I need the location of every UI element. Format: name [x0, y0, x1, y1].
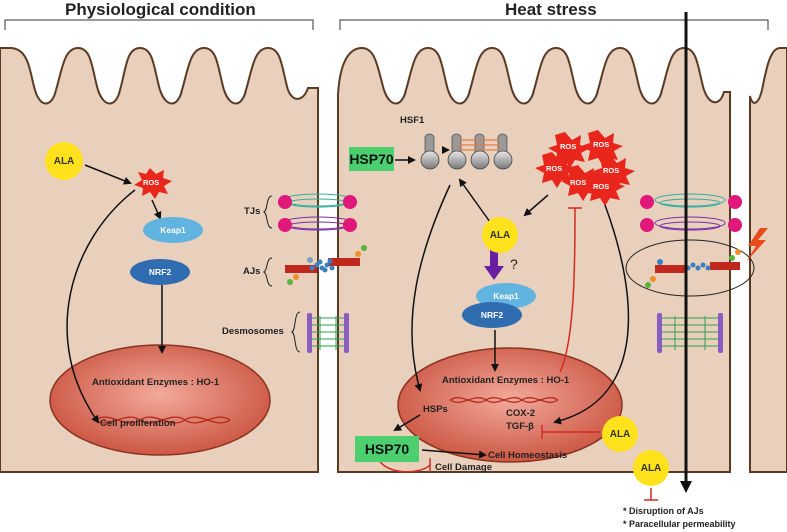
keap1-left: Keap1 [143, 217, 203, 243]
ros-label-1: ROS [560, 142, 577, 151]
ros-cluster [535, 130, 635, 206]
disruption-of-ajs: * Disruption of AJs [623, 506, 704, 516]
ala-bottom: ALA [633, 450, 669, 486]
ros-label-2: ROS [593, 140, 610, 149]
ros-label-3: ROS [546, 164, 563, 173]
header-bracket-left [4, 19, 314, 30]
hsf1-trimer [447, 133, 513, 170]
hsp70-bottom: HSP70 [355, 436, 419, 462]
ros-label-5: ROS [570, 178, 587, 187]
bracket-tjs [262, 195, 273, 229]
disrupted-aj-circle [625, 239, 755, 297]
ala-right: ALA [602, 416, 638, 452]
right-nucleus [397, 347, 623, 463]
cell-homeostasis: Cell Homeostasis [488, 450, 568, 461]
nrf2-left: NRF2 [130, 259, 190, 285]
tight-junction-right [640, 193, 742, 232]
tgfb-label: TGF-β [506, 421, 534, 432]
right-partial-cell [749, 47, 787, 473]
inhibit-hsp70-damage [377, 457, 431, 473]
hsp70-top: HSP70 [349, 147, 394, 171]
arrow-ros-to-proliferation-left [66, 189, 136, 424]
cell-damage: Cell Damage [435, 462, 493, 473]
question-mark: ? [510, 256, 518, 272]
desmosome-right [657, 313, 723, 353]
arrow-hsps-to-hsp70 [393, 414, 421, 432]
arrow-ros-to-ala [523, 194, 549, 217]
header-heat-stress: Heat stress [505, 0, 597, 19]
ala-middle: ALA [482, 217, 518, 253]
cox2-label: COX-2 [506, 408, 536, 419]
lightning-icon [746, 228, 768, 262]
arrow-ala-to-hsf1 [458, 178, 491, 223]
left-dna-helix [94, 416, 231, 424]
ajs-label: AJs [243, 266, 261, 277]
ros-label-6: ROS [593, 182, 610, 191]
paracellular-permeability: * Paracellular permeability [623, 519, 736, 529]
tight-junction-left [278, 193, 357, 232]
right-dna-helix [449, 397, 559, 403]
desmosomes-label: Desmosomes [222, 326, 284, 337]
header-bracket-right [339, 19, 769, 30]
header-physiological: Physiological condition [65, 0, 256, 19]
adherens-junction-right [645, 249, 741, 288]
inhibit-enzymes-ros [559, 207, 576, 373]
enzymes-right: Antioxidant Enzymes : HO-1 [442, 375, 570, 386]
adherens-junction-left [285, 245, 367, 285]
hsps-label: HSPs [423, 404, 448, 415]
purple-arrow-ala-to-keap1 [484, 250, 504, 280]
cell-proliferation: Cell proliferation [100, 418, 176, 429]
arrow-ala-to-ros-left [84, 164, 132, 185]
tjs-label: TJs [244, 206, 261, 217]
ala-left: ALA [45, 142, 83, 180]
bracket-desmosomes [290, 311, 301, 353]
arrow-hsf1-to-hsps [411, 184, 451, 392]
ros-label-4: ROS [603, 166, 620, 175]
ros-left-label: ROS [143, 178, 160, 187]
nrf2-right: NRF2 [462, 302, 522, 328]
left-ros-star [134, 168, 172, 199]
bracket-ajs [262, 257, 273, 287]
left-nucleus [49, 344, 271, 456]
enzymes-left: Antioxidant Enzymes : HO-1 [92, 377, 220, 388]
arrow-hsp70-to-homeostasis [421, 449, 487, 459]
hsf1-label: HSF1 [400, 115, 425, 126]
arrow-ros-to-keap1-left [151, 199, 162, 220]
arrow-ros-to-cox2 [553, 204, 630, 425]
desmosome-left [307, 313, 349, 353]
hsf1-monomer [420, 133, 440, 170]
